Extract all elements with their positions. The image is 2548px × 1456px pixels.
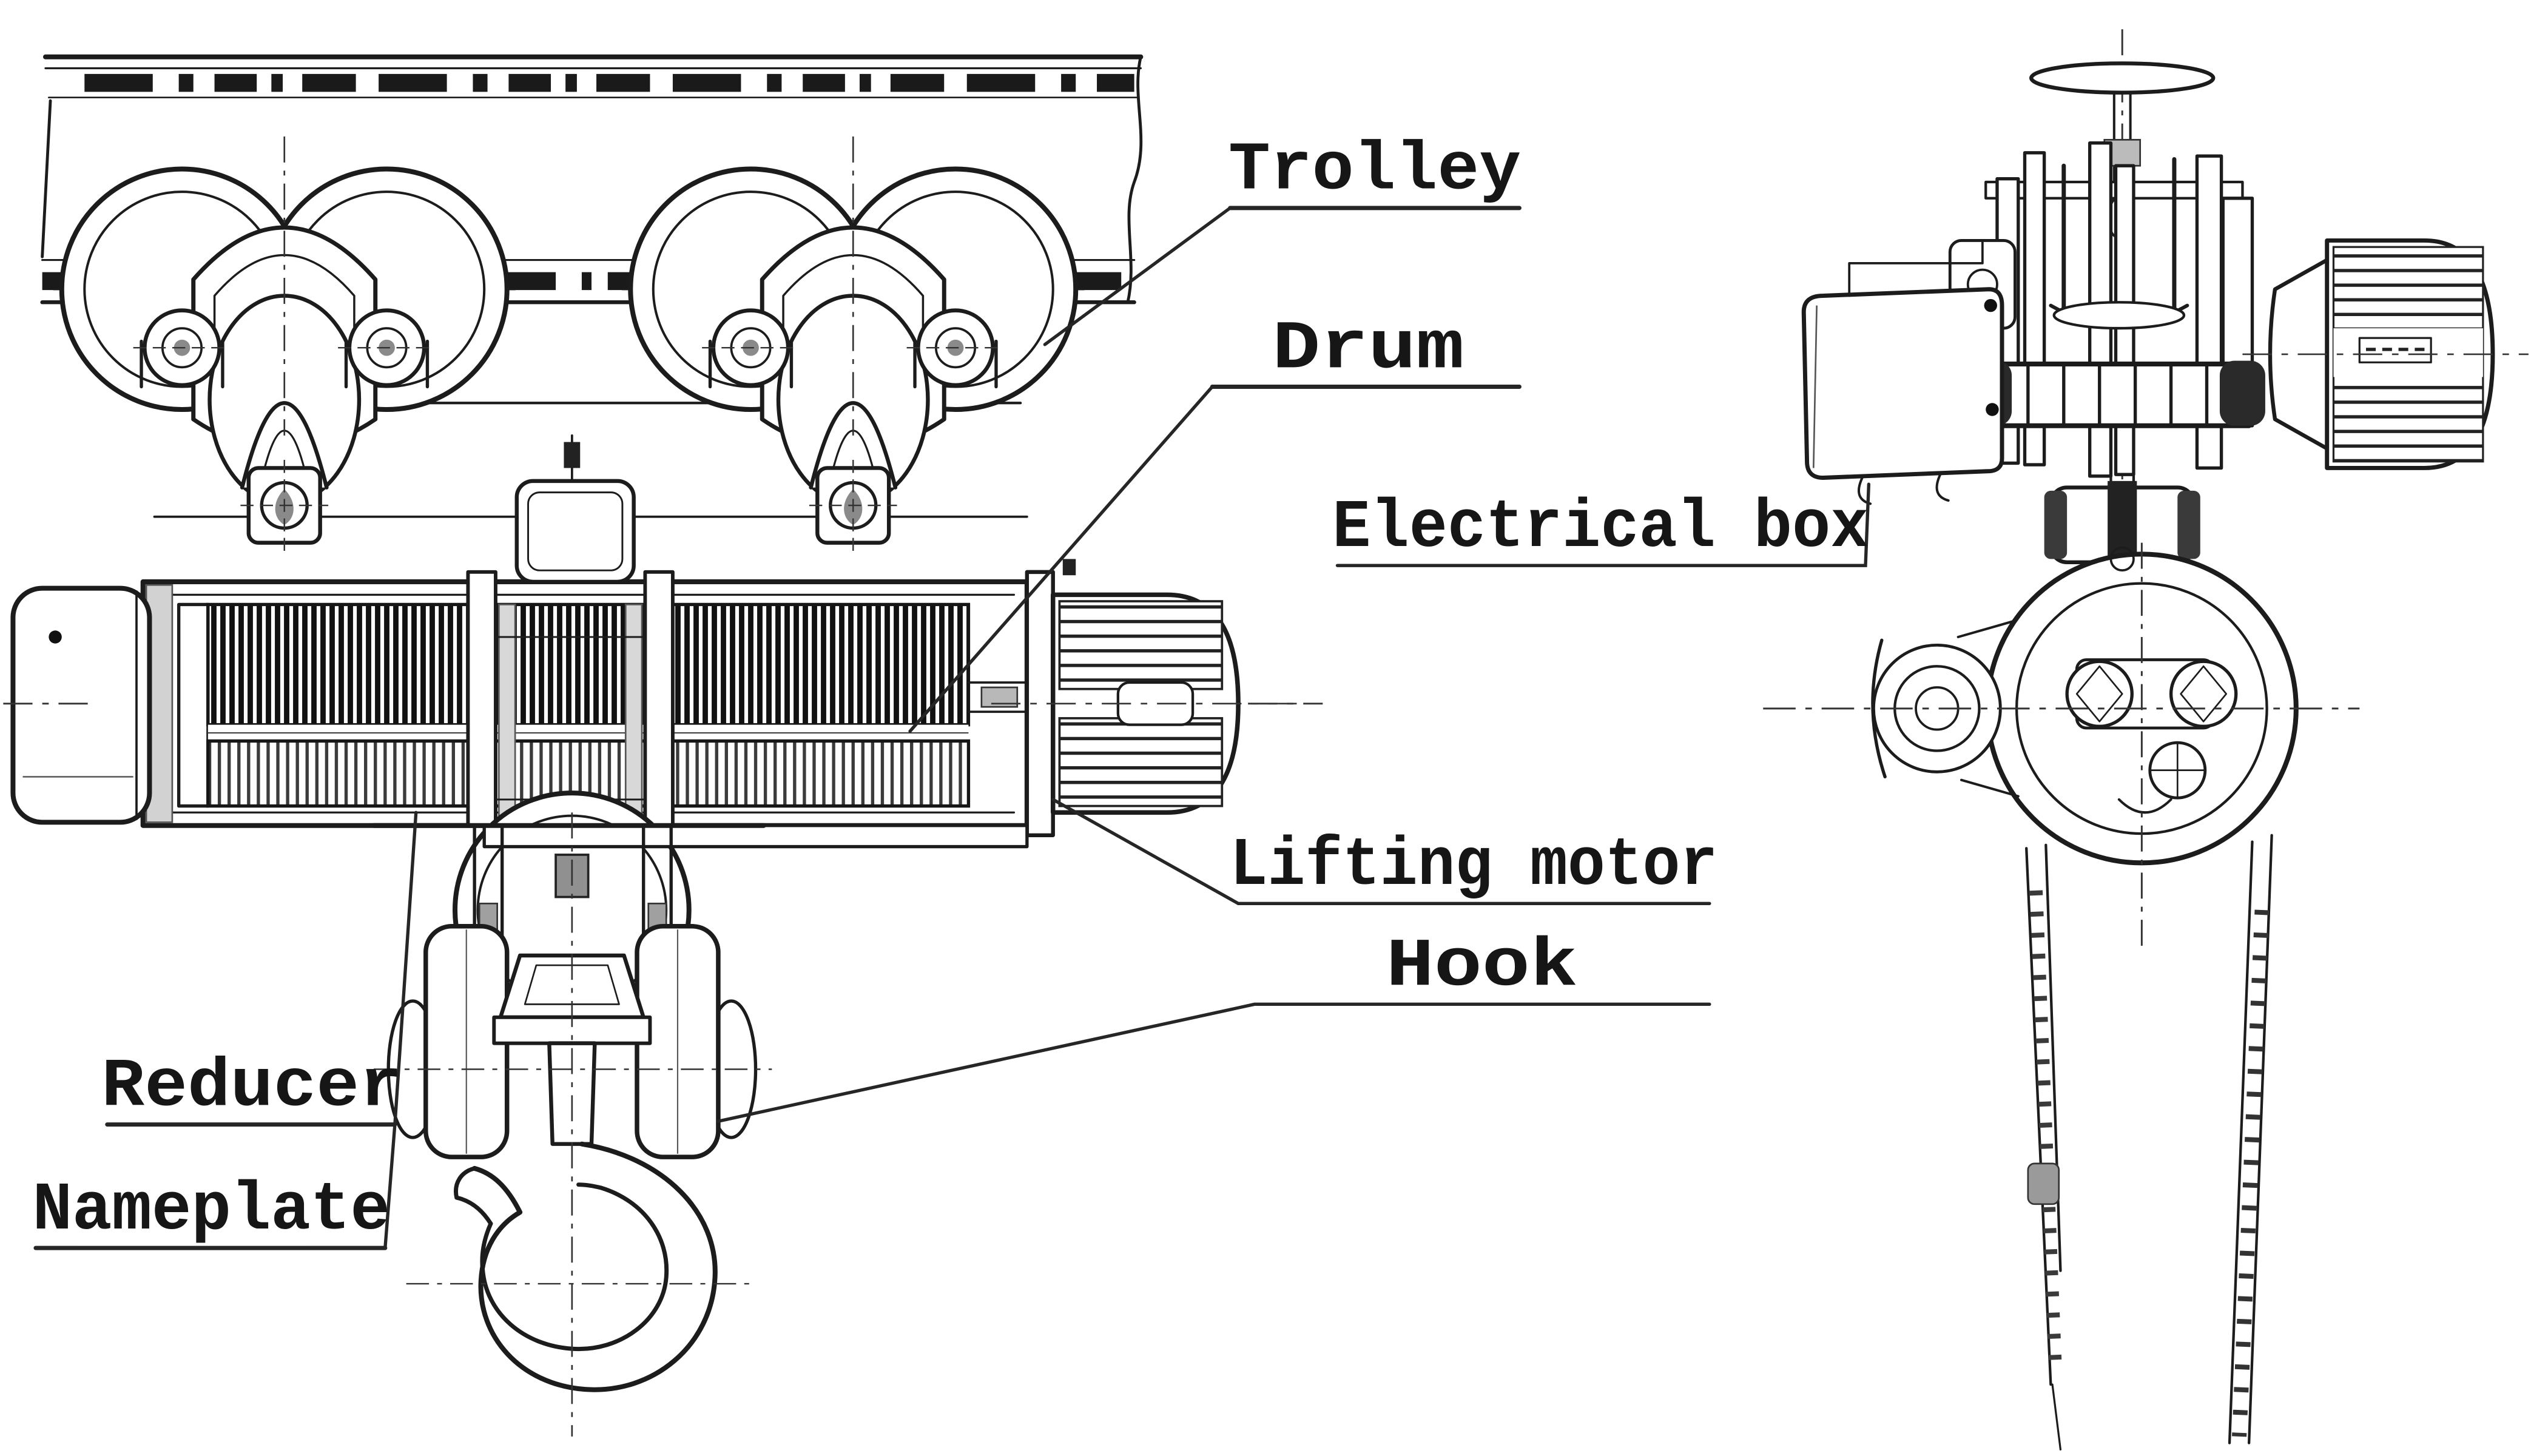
- coupling-cap-right: [2177, 490, 2200, 559]
- trolley-assembly-right: [622, 136, 1084, 504]
- stirrup-plate: [2052, 301, 2186, 330]
- box-hook-right: [1935, 473, 1950, 502]
- callouts: Trolley Drum Electrical box Lifting moto…: [33, 132, 1871, 1250]
- reducer-bolt: [49, 630, 62, 644]
- label-electrical-box: Electrical box: [1332, 489, 1869, 567]
- bracket-bar-right: [643, 570, 675, 827]
- trolley-wheel-side-right: [2219, 360, 2265, 426]
- hook-nut-housing-inner: [524, 964, 620, 1005]
- label-drum: Drum: [1272, 310, 1464, 388]
- guide-roller-left: [2065, 659, 2134, 728]
- rope-guide-box-inner: [527, 491, 624, 571]
- label-trolley: Trolley: [1228, 132, 1521, 209]
- leader-line-electrical-box: [1335, 482, 1871, 567]
- motor-fins-top: [1058, 600, 1224, 690]
- drum-support-ring: [177, 602, 210, 808]
- side-view: [1763, 29, 2529, 1451]
- body-bottom-rail: [482, 824, 1029, 849]
- trolley-assembly-left: [53, 136, 515, 504]
- beam-web-left-edge: [41, 99, 52, 258]
- bracket-inner-rod-right: [624, 604, 643, 827]
- electrical-box-bolt-top: [1984, 298, 1997, 312]
- rope-left-tail: [2051, 1383, 2062, 1451]
- housing-dome-detail: [2117, 798, 2172, 814]
- hook-curve-outer: [472, 1141, 718, 1392]
- hook-curve-inner: [480, 1182, 669, 1352]
- motor-eye-bolt: [1062, 559, 1076, 576]
- box-hanger-line: [1848, 239, 1984, 297]
- rope-guide-box: [514, 479, 636, 584]
- bracket-inner-rod-left: [497, 604, 516, 827]
- suspension-pin-right: [809, 460, 897, 554]
- callout-electrical-box: Electrical box: [1332, 482, 1871, 567]
- label-lifting-motor: Lifting motor: [1230, 827, 1718, 905]
- bracket-bar-left: [466, 570, 497, 827]
- coupling-cap-left: [2044, 490, 2068, 559]
- beam-break-line: [1126, 55, 1143, 304]
- reducer-end-cap: [10, 585, 152, 825]
- beam-flange-end: [2029, 61, 2216, 95]
- housing-top-bolt: [2109, 546, 2135, 572]
- callout-hook: Hook: [716, 928, 1711, 1123]
- leader-line-hook: [716, 1002, 1711, 1123]
- electrical-box-seam: [1812, 305, 1818, 468]
- callout-reducer: Reducer: [101, 811, 418, 1250]
- hook-block: [371, 790, 1029, 1437]
- leader-line-drum: [908, 385, 1214, 733]
- rope-left-strands: [2029, 890, 2063, 1373]
- suspension-coupling: [2044, 473, 2200, 569]
- rope-drum: [177, 602, 1032, 808]
- callout-nameplate: Nameplate: [33, 1171, 390, 1250]
- girder-dividers: [2026, 362, 2209, 428]
- label-reducer: Reducer: [101, 1048, 402, 1125]
- frame-girder: [1989, 361, 2252, 428]
- rope-right-line1: [2228, 840, 2254, 1444]
- rope-left-line2: [2044, 843, 2062, 1272]
- electrical-box-bolt-bottom: [1986, 403, 1999, 416]
- label-hook: Hook: [1386, 928, 1578, 1005]
- motor-fins-bottom: [1058, 717, 1224, 807]
- guide-roller-right: [2169, 659, 2238, 728]
- suspension-pin-left: [240, 460, 328, 554]
- rope-clamp-weight: [2027, 1162, 2060, 1205]
- drum-rope-wrap-upper: [206, 602, 971, 727]
- callout-drum: Drum: [908, 310, 1522, 733]
- electrical-box: [1801, 239, 2004, 505]
- limit-rod-weight: [564, 442, 581, 468]
- hook-tip: [454, 1166, 493, 1226]
- guide-roller-left-lens: [2075, 665, 2123, 723]
- leader-line-lifting-motor: [1051, 798, 1711, 905]
- guide-roller-right-lens: [2180, 665, 2227, 723]
- leader-line-trolley: [1043, 206, 1232, 346]
- front-view: [3, 54, 1323, 1437]
- wire-ropes: [2025, 834, 2273, 1451]
- drum-end-housing: [1763, 542, 2360, 951]
- travel-motor: [2242, 238, 2529, 470]
- suspension-bracket: [466, 434, 675, 827]
- electrical-box-body: [1801, 287, 2004, 480]
- lifting-motor: [991, 559, 1300, 837]
- callout-trolley: Trolley: [1043, 132, 1522, 346]
- rope-left-line1: [2025, 847, 2052, 1386]
- callout-lifting-motor: Lifting motor: [1051, 798, 1718, 905]
- label-nameplate: Nameplate: [33, 1171, 390, 1249]
